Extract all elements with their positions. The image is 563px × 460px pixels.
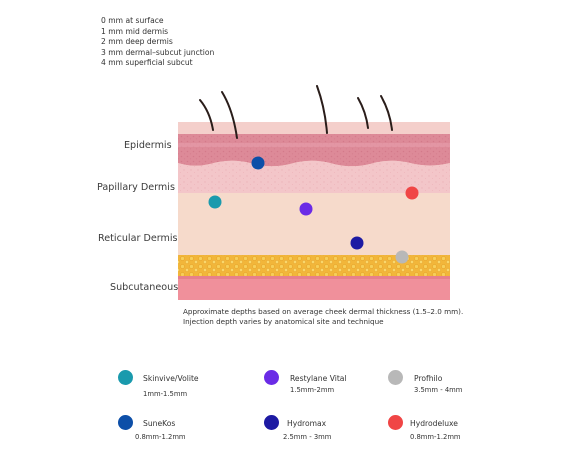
subcutaneous-layer: [178, 276, 450, 300]
depth-scale-item: 1 mm mid dermis: [101, 26, 169, 36]
hair-strand: [199, 99, 214, 131]
legend-dot-hydromax: [264, 415, 279, 430]
marker-sunekos: [251, 156, 265, 170]
layer-label-subcutaneous: Subcutaneous: [110, 282, 179, 293]
layer-label-epidermis: Epidermis: [124, 140, 172, 151]
legend-dot-hydrodeluxe: [388, 415, 403, 430]
legend-dot-restylane-vital: [264, 370, 279, 385]
layer-label-papillary-dermis: Papillary Dermis: [97, 182, 175, 193]
hair-strand: [316, 85, 328, 134]
depth-scale-item: 4 mm superficial subcut: [101, 58, 193, 68]
legend-range-restylane-vital: 1.5mm-2mm: [290, 386, 335, 394]
legend-name-sunekos: SuneKos: [143, 419, 176, 428]
legend-range-hydrodeluxe: 0.8mm-1.2mm: [410, 433, 461, 441]
hair-strand: [221, 91, 238, 139]
legend-name-hydromax: Hydromax: [287, 419, 327, 428]
marker-restylane-vital: [299, 202, 313, 216]
legend-dot-skinvive-volite: [118, 370, 133, 385]
injection-markers: [208, 156, 419, 264]
marker-skinvive-volite: [208, 195, 222, 209]
legend-name-restylane-vital: Restylane Vital: [290, 374, 347, 383]
marker-profhilo: [395, 250, 409, 264]
legend-dot-sunekos: [118, 415, 133, 430]
legend-range-hydromax: 2.5mm - 3mm: [283, 433, 332, 441]
caption-line: Injection depth varies by anatomical sit…: [183, 317, 384, 326]
legend-range-profhilo: 3.5mm - 4mm: [414, 386, 463, 394]
hair-strand: [357, 97, 369, 129]
caption-line: Approximate depths based on average chee…: [183, 307, 464, 316]
caption: Approximate depths based on average chee…: [183, 307, 463, 327]
depth-scale-item: 3 mm dermal–subcut junction: [101, 47, 215, 57]
hairs: [199, 85, 393, 139]
depth-scale-item: 0 mm at surface: [101, 16, 164, 25]
layer-label-reticular-dermis: Reticular Dermis: [98, 233, 178, 244]
legend-name-skinvive-volite: Skinvive/Volite: [143, 374, 199, 383]
legend-range-skinvive-volite: 1mm-1.5mm: [143, 390, 188, 398]
marker-hydromax: [350, 236, 364, 250]
legend-name-profhilo: Profhilo: [414, 374, 443, 383]
legend-range-sunekos: 0.8mm-1.2mm: [135, 433, 186, 441]
depth-scale-list: 0 mm at surface 1 mm mid dermis 2 mm dee…: [101, 16, 214, 69]
skin-layers: [178, 122, 450, 300]
stratum-corneum-layer: [178, 122, 450, 134]
depth-scale-item: 2 mm deep dermis: [101, 37, 173, 47]
legend-name-hydrodeluxe: Hydrodeluxe: [410, 419, 458, 428]
marker-hydrodeluxe: [405, 186, 419, 200]
hair-strand: [380, 95, 393, 131]
legend-dot-profhilo: [388, 370, 403, 385]
